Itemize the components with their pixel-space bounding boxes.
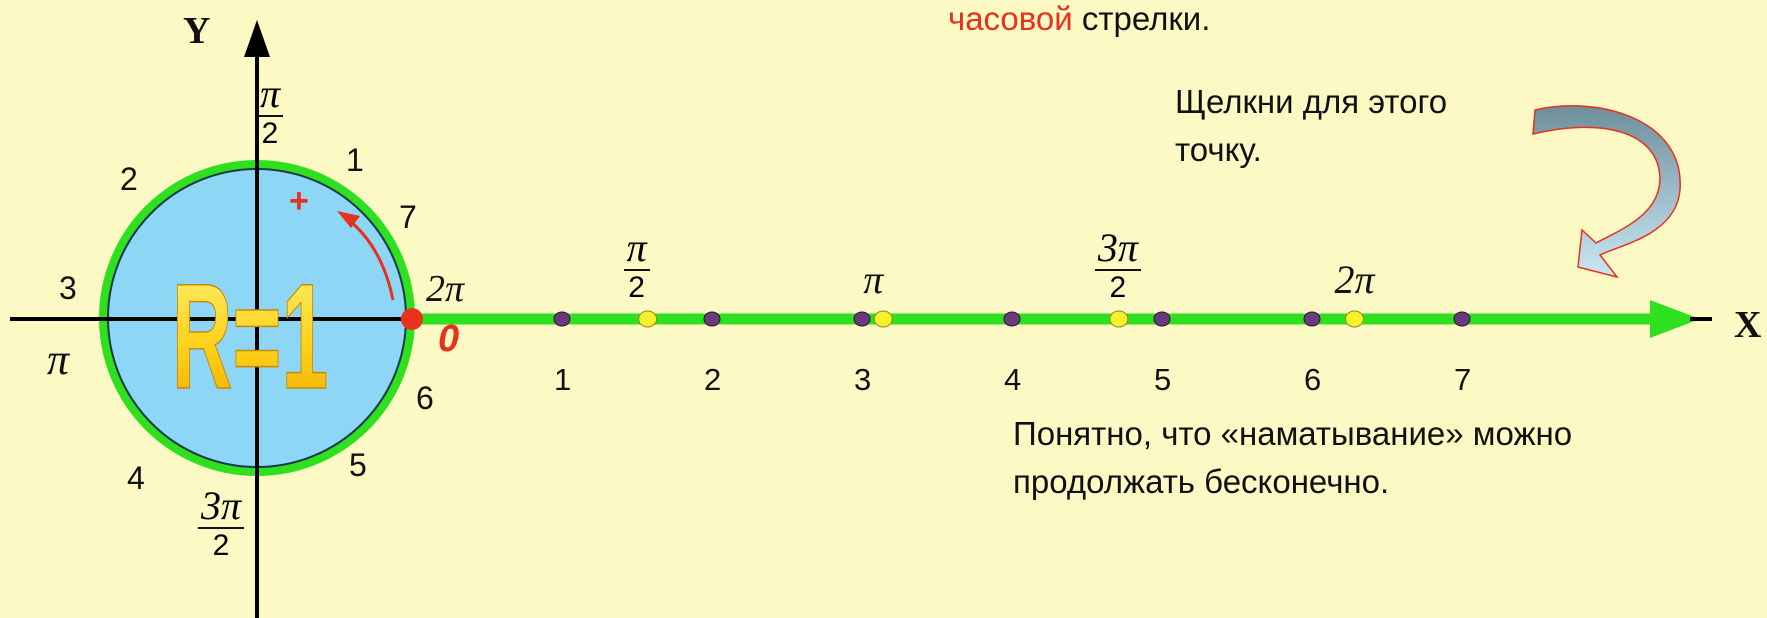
special-label-3: 2π [1334,257,1375,302]
circle-mark-7: 7 [399,199,417,235]
top-red-word: часовой [948,0,1073,37]
hint-text[interactable]: Щелкни для этого точку. [1175,78,1447,174]
number-line-arrowhead [1650,300,1700,338]
integer-point-7 [1453,311,1471,327]
integer-point-2 [703,311,721,327]
integer-point-1 [553,311,571,327]
zero-label: 0 [438,318,460,360]
tick-label-5: 5 [1154,362,1172,397]
angle-point-0 [638,310,658,328]
circle-mark-6: 6 [416,380,434,416]
circle-two-pi-label: 2π [426,268,465,310]
circle-pi-label: π [47,335,70,384]
circle-mark-1: 1 [346,142,364,178]
tick-label-1: 1 [554,362,572,397]
y-axis-label: Y [183,10,211,52]
angle-point-1 [873,310,893,328]
top-rest: стрелки. [1072,0,1211,37]
radius-label: R=1 [172,252,328,420]
number-line-points [553,310,1471,328]
y-axis-arrowhead [244,20,270,57]
integer-point-3 [853,311,871,327]
x-axis-label: X [1734,304,1762,346]
hint-line-1: Щелкни для этого [1175,83,1448,120]
bottom-line-1: Понятно, что «наматывание» можно [1013,415,1573,452]
tick-label-6: 6 [1304,362,1322,397]
tick-label-2: 2 [704,362,722,397]
rotation-arrowhead [337,211,360,228]
tick-label-3: 3 [854,362,872,397]
tick-label-4: 4 [1004,362,1022,397]
angle-point-3 [1344,310,1364,328]
circle-mark-5: 5 [349,447,367,483]
angle-point-2 [1109,310,1129,328]
tick-label-7: 7 [1454,362,1472,397]
circle-mark-3: 3 [59,270,77,306]
bottom-explanation: Понятно, что «наматывание» можно продолж… [1013,410,1572,506]
integer-point-5 [1153,311,1171,327]
hint-line-2: точку. [1175,130,1262,168]
special-label-1: π [863,257,884,302]
circle-mark-2: 2 [120,161,138,197]
origin-point[interactable] [401,308,423,330]
curved-hint-arrow [1532,105,1681,279]
top-instruction: часовой стрелки. [948,2,1210,35]
plus-sign: + [289,182,309,220]
bottom-line-2: продолжать бесконечно. [1013,462,1390,500]
integer-point-4 [1003,311,1021,327]
circle-mark-4: 4 [127,460,145,496]
integer-point-6 [1303,311,1321,327]
